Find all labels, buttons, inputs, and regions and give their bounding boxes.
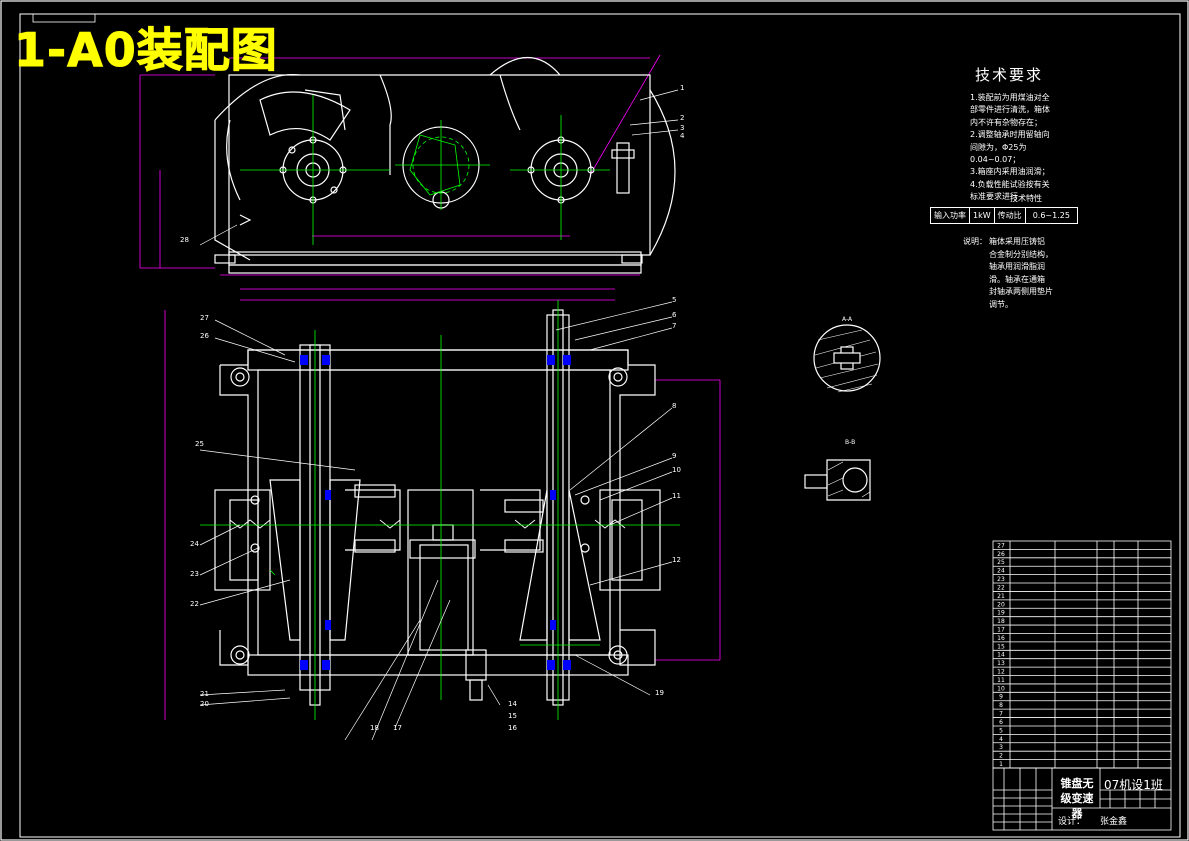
bom-row-number: 24 — [997, 568, 1005, 575]
bom-row-number: 23 — [997, 576, 1005, 583]
part-balloon: 25 — [195, 440, 204, 448]
tech-line: 标准要求进行 — [970, 192, 1018, 202]
part-balloon: 8 — [672, 402, 676, 410]
part-balloon: 12 — [672, 556, 681, 564]
part-balloon: 18 — [370, 724, 379, 732]
part-balloon: 4 — [680, 132, 685, 140]
bom-row-number: 2 — [999, 753, 1003, 760]
note-line: 封轴承两侧用垫片 — [989, 287, 1053, 296]
bom-row-number: 14 — [997, 652, 1005, 659]
part-balloon: 15 — [508, 712, 517, 720]
tech-line: 3.箱座内采用油润滑； — [970, 167, 1050, 177]
note-line: 调节。 — [989, 299, 1013, 309]
part-balloon: 19 — [655, 689, 664, 697]
drawing-banner: 1-A0装配图 — [14, 23, 278, 78]
bom-row-number: 18 — [997, 618, 1005, 625]
bom-row-number: 6 — [999, 719, 1003, 726]
drawing-code: 07机设1班 — [1104, 778, 1163, 792]
part-balloon: 26 — [200, 332, 209, 340]
bom-row-number: 7 — [999, 711, 1003, 718]
section-a-label: A-A — [842, 316, 853, 323]
designer-label: 设计： — [1058, 817, 1086, 827]
ratio-value: 0.6~1.25 — [1032, 211, 1070, 220]
input-power-value: 1kW — [970, 208, 995, 223]
part-balloon: 24 — [190, 540, 199, 548]
note-line: 合金制分别结构， — [989, 249, 1053, 259]
bom-row-number: 5 — [999, 727, 1003, 734]
part-balloon: 11 — [672, 492, 681, 500]
bom-row-number: 17 — [997, 626, 1005, 633]
part-balloon: 28 — [180, 236, 189, 244]
spec-table: 输入功率 1kW 传动比 0.6~1.25 — [930, 207, 1078, 224]
title-block — [992, 767, 1172, 831]
note-line: 轴承用润滑脂润 — [989, 262, 1045, 271]
notes: 说明： 箱体采用压铸铝 合金制分别结构， 轴承用润滑脂润 滑。轴承在通箱 封轴承… — [963, 236, 1083, 311]
bom-row-number: 4 — [999, 736, 1003, 743]
tech-line: 1.装配前为用煤油对全 — [970, 93, 1050, 102]
plan-view — [164, 299, 721, 741]
part-balloon: 7 — [672, 322, 676, 330]
ratio-label: 传动比 — [995, 208, 1026, 223]
tech-line: 部零件进行清洗，箱体 — [970, 105, 1050, 115]
bom-row-number: 9 — [999, 694, 1003, 701]
part-balloon: 17 — [393, 724, 402, 732]
top-view — [139, 54, 679, 290]
drawing-name: 锥盘无级变速器 — [1060, 777, 1094, 820]
tech-line: 4.负载性能试验按有关 — [970, 179, 1050, 189]
bom-row-number: 16 — [997, 635, 1005, 642]
bom-row-number: 26 — [997, 551, 1005, 558]
section-a-a — [813, 324, 881, 393]
corner-tag-box — [32, 13, 96, 23]
section-b-label: B-B — [845, 439, 856, 446]
part-balloon: 22 — [190, 600, 199, 608]
part-balloon: 6 — [672, 311, 677, 319]
part-balloon: 14 — [508, 700, 517, 708]
part-balloon: 23 — [190, 570, 199, 578]
bom-row-number: 20 — [997, 601, 1005, 608]
designer-name: 张金鑫 — [1100, 817, 1128, 827]
bom-table: 2726252423222120191817161514131211109876… — [992, 540, 1172, 769]
bom-row-number: 21 — [997, 593, 1005, 600]
bom-row-number: 3 — [999, 744, 1003, 751]
bom-row-number: 27 — [997, 542, 1005, 549]
bom-row-number: 8 — [999, 702, 1003, 709]
bom-row-number: 15 — [997, 643, 1005, 650]
bom-row-number: 22 — [997, 584, 1005, 591]
part-balloons: 1234567891011121415161718192021222324252… — [180, 84, 685, 732]
tech-requirements-title: 技术要求 — [975, 66, 1044, 84]
part-balloon: 21 — [200, 690, 209, 698]
part-balloon: 9 — [672, 452, 676, 460]
bom-row-number: 25 — [997, 559, 1005, 566]
notes-heading: 说明： — [963, 237, 987, 246]
drawing-frame — [19, 13, 1181, 838]
part-balloon: 1 — [680, 84, 684, 92]
bom-row-number: 1 — [999, 761, 1003, 768]
part-balloon: 3 — [680, 124, 684, 132]
bom-row-number: 11 — [997, 677, 1005, 684]
tech-line: 0.04~0.07； — [970, 155, 1021, 165]
part-balloon: 10 — [672, 466, 681, 474]
note-line: 箱体采用压铸铝 — [989, 237, 1045, 246]
input-power-label: 输入功率 — [931, 208, 970, 223]
note-line: 滑。轴承在通箱 — [989, 274, 1045, 284]
tech-characteristics-heading: 技术特性 — [1010, 194, 1042, 203]
tech-requirements-list: 1.装配前为用煤油对全 部零件进行清洗，箱体 内不许有杂物存在； 2.调整轴承时… — [970, 92, 1098, 204]
part-balloon: 27 — [200, 314, 209, 322]
bom-row-number: 13 — [997, 660, 1005, 667]
part-balloon: 16 — [508, 724, 517, 732]
bom-row-number: 10 — [997, 685, 1005, 692]
part-balloon: 2 — [680, 114, 684, 122]
section-b-b — [804, 459, 871, 501]
part-balloon: 5 — [672, 296, 676, 304]
tech-line: 内不许有杂物存在； — [970, 117, 1042, 127]
tech-line: 2.调整轴承时用留轴向 — [970, 130, 1050, 140]
tech-line: 间隙为，Φ25为 — [970, 142, 1027, 152]
bom-row-number: 19 — [997, 610, 1005, 617]
bom-row-number: 12 — [997, 669, 1005, 676]
part-balloon: 20 — [200, 700, 209, 708]
